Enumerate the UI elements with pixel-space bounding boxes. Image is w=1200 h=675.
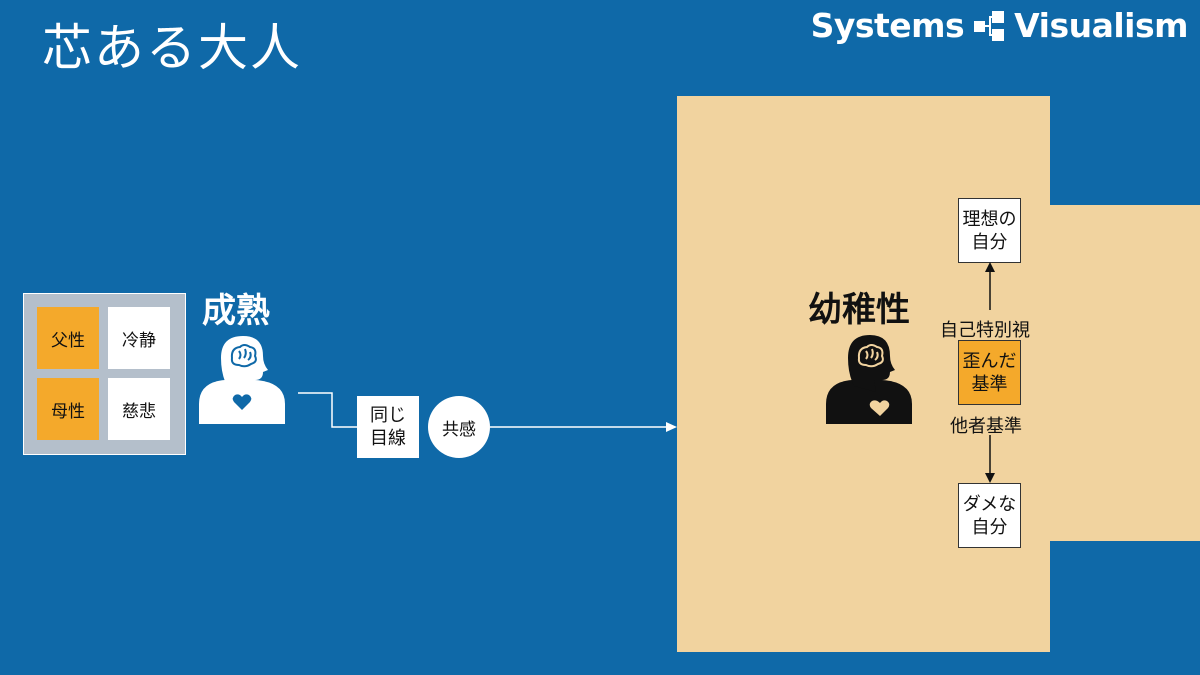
brand-logo: Systems Visualism xyxy=(810,6,1189,45)
ideal-self-box: 理想の 自分 xyxy=(958,198,1021,263)
mature-person-icon xyxy=(197,330,287,428)
brand-text-left: Systems xyxy=(810,6,965,45)
bad-self-box: ダメな 自分 xyxy=(958,483,1021,548)
quality-paternal: 父性 xyxy=(37,307,99,369)
immaturity-label: 幼稚性 xyxy=(808,290,910,330)
quality-maternal: 母性 xyxy=(37,378,99,440)
self-view-arrows xyxy=(985,262,995,483)
brand-text-right: Visualism xyxy=(1014,6,1188,45)
immature-person-icon xyxy=(824,328,914,428)
connector-line xyxy=(298,392,677,432)
quality-compassion: 慈悲 xyxy=(108,378,170,440)
qualities-grid: 父性 冷静 母性 慈悲 xyxy=(23,293,186,455)
quality-calm: 冷静 xyxy=(108,307,170,369)
empathy-circle: 共感 xyxy=(428,396,490,458)
slide-title: 芯ある大人 xyxy=(42,19,302,77)
special-view-label: 自己特別視 xyxy=(940,320,1030,341)
shared-goal-box: 同じ 目線 xyxy=(357,396,419,458)
immaturity-area-extension xyxy=(1049,205,1200,541)
other-standard-label: 他者基準 xyxy=(950,416,1022,437)
systems-logo-icon xyxy=(972,9,1006,43)
maturity-label: 成熟 xyxy=(202,291,270,331)
distorted-standard-box: 歪んだ 基準 xyxy=(958,340,1021,405)
